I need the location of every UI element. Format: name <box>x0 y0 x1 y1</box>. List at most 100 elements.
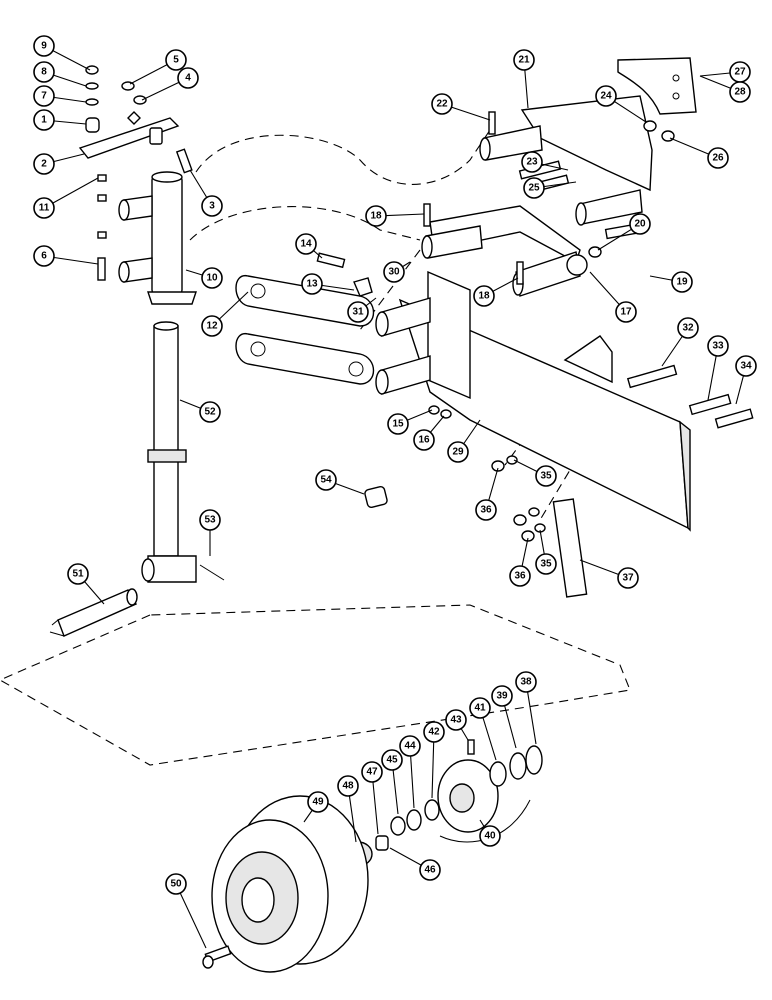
callout-31: 31 <box>347 301 369 323</box>
callout-number: 12 <box>206 321 218 332</box>
callout-43: 43 <box>445 709 467 731</box>
callout-circle <box>523 177 545 199</box>
callout-number: 37 <box>622 573 634 584</box>
callout-48: 48 <box>337 775 359 797</box>
callout-circle <box>419 859 441 881</box>
callout-number: 26 <box>712 153 724 164</box>
callout-circle <box>671 271 693 293</box>
callout-number: 45 <box>386 755 398 766</box>
callout-number: 17 <box>620 307 632 318</box>
callout-number: 23 <box>526 157 538 168</box>
callout-20: 20 <box>629 213 651 235</box>
callout-25: 25 <box>523 177 545 199</box>
callout-number: 53 <box>204 515 216 526</box>
callout-circle <box>677 317 699 339</box>
callout-circle <box>33 197 55 219</box>
callout-number: 2 <box>41 159 47 170</box>
callout-number: 30 <box>388 267 400 278</box>
callout-16: 16 <box>413 429 435 451</box>
callout-9: 9 <box>33 35 55 57</box>
callout-49: 49 <box>307 791 329 813</box>
fasteners <box>316 111 754 598</box>
callout-number: 29 <box>452 447 464 458</box>
callout-circle <box>413 429 435 451</box>
callout-12: 12 <box>201 315 223 337</box>
callout-39: 39 <box>491 685 513 707</box>
callout-number: 14 <box>300 239 312 250</box>
callout-number: 54 <box>320 475 332 486</box>
callout-number: 32 <box>682 323 694 334</box>
callout-number: 18 <box>370 211 382 222</box>
callout-circle <box>707 147 729 169</box>
callout-35: 35 <box>535 553 557 575</box>
callout-6: 6 <box>33 245 55 267</box>
callout-circle <box>33 109 55 131</box>
callout-number: 48 <box>342 781 354 792</box>
callout-32: 32 <box>677 317 699 339</box>
callout-number: 21 <box>518 55 530 66</box>
callout-number: 34 <box>740 361 752 372</box>
callout-circle <box>301 273 323 295</box>
callout-29: 29 <box>447 441 469 463</box>
callout-number: 4 <box>185 73 191 84</box>
callout-30: 30 <box>383 261 405 283</box>
callout-number: 25 <box>528 183 540 194</box>
callout-circle <box>431 93 453 115</box>
callout-number: 43 <box>450 715 462 726</box>
callout-circle <box>165 873 187 895</box>
callout-15: 15 <box>387 413 409 435</box>
callout-circle <box>445 709 467 731</box>
callout-27: 27 <box>729 61 751 83</box>
callout-number: 35 <box>540 471 552 482</box>
callout-circle <box>595 85 617 107</box>
callout-36: 36 <box>475 499 497 521</box>
callout-44: 44 <box>399 735 421 757</box>
part-51-axle <box>49 588 138 637</box>
callout-26: 26 <box>707 147 729 169</box>
callout-19: 19 <box>671 271 693 293</box>
callout-51: 51 <box>67 563 89 585</box>
callout-53: 53 <box>199 509 221 531</box>
callout-number: 20 <box>634 219 646 230</box>
callout-35: 35 <box>535 465 557 487</box>
callout-50: 50 <box>165 873 187 895</box>
part-21-lower-arm <box>479 95 653 226</box>
callout-circle <box>199 401 221 423</box>
callout-circle <box>381 749 403 771</box>
callout-number: 22 <box>436 99 448 110</box>
callout-2: 2 <box>33 153 55 175</box>
callout-labels: 9871254311610121314151617181819202122232… <box>33 35 757 895</box>
callout-circle <box>33 61 55 83</box>
leader-42 <box>431 731 435 799</box>
callout-47: 47 <box>361 761 383 783</box>
callout-number: 49 <box>312 797 324 808</box>
callout-circle <box>383 261 405 283</box>
callout-circle <box>535 553 557 575</box>
part-52-spindle <box>141 321 225 583</box>
callout-number: 36 <box>480 505 492 516</box>
callout-number: 33 <box>712 341 724 352</box>
small-hardware-stack <box>85 65 193 281</box>
callout-number: 51 <box>72 569 84 580</box>
callout-number: 46 <box>424 865 436 876</box>
callout-4: 4 <box>177 67 199 89</box>
callout-number: 40 <box>484 831 496 842</box>
callout-18: 18 <box>473 285 495 307</box>
callout-number: 8 <box>41 67 47 78</box>
callout-45: 45 <box>381 749 403 771</box>
callout-circle <box>399 735 421 757</box>
callout-number: 38 <box>520 677 532 688</box>
callout-circle <box>33 85 55 107</box>
callout-number: 36 <box>514 571 526 582</box>
callout-number: 1 <box>41 115 47 126</box>
callout-circle <box>165 49 187 71</box>
callout-40: 40 <box>479 825 501 847</box>
callout-46: 46 <box>419 859 441 881</box>
callout-38: 38 <box>515 671 537 693</box>
callout-number: 19 <box>676 277 688 288</box>
callout-22: 22 <box>431 93 453 115</box>
callout-23: 23 <box>521 151 543 173</box>
callout-number: 42 <box>428 727 440 738</box>
callout-number: 7 <box>41 91 47 102</box>
